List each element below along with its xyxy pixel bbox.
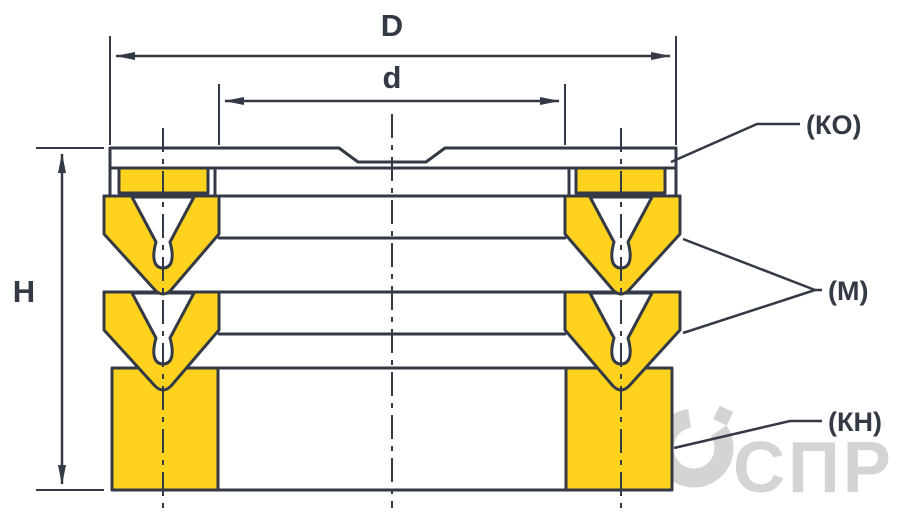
top-ring-band xyxy=(108,146,678,170)
label-ko-text: (КО) xyxy=(806,110,861,140)
leader-ko-line xyxy=(670,122,800,164)
dimension-D-label: D xyxy=(381,8,403,43)
leader-m-line-lower xyxy=(682,288,816,335)
watermark: СПР xyxy=(654,405,894,508)
dimension-D: D xyxy=(109,8,677,145)
label-top-ring: (КО) xyxy=(670,110,861,164)
leader-kn-line xyxy=(673,419,822,450)
bottom-pressure-ring xyxy=(110,366,674,492)
label-m-text: (М) xyxy=(828,276,868,306)
leader-m-line-upper xyxy=(682,237,816,292)
center-lines xyxy=(162,114,622,508)
label-seal-rings: (М) xyxy=(682,237,868,335)
watermark-text: СПР xyxy=(733,428,894,508)
dimension-H-label: H xyxy=(13,274,35,309)
chevron-seal-ring-2 xyxy=(102,290,682,392)
gear-tooth-icon xyxy=(713,405,734,426)
dimension-d: d xyxy=(218,60,566,145)
label-bottom-ring: (КН) xyxy=(673,407,882,450)
dimension-d-label: d xyxy=(383,60,402,95)
label-kn-text: (КН) xyxy=(828,407,882,437)
dimension-H: H xyxy=(13,147,104,491)
